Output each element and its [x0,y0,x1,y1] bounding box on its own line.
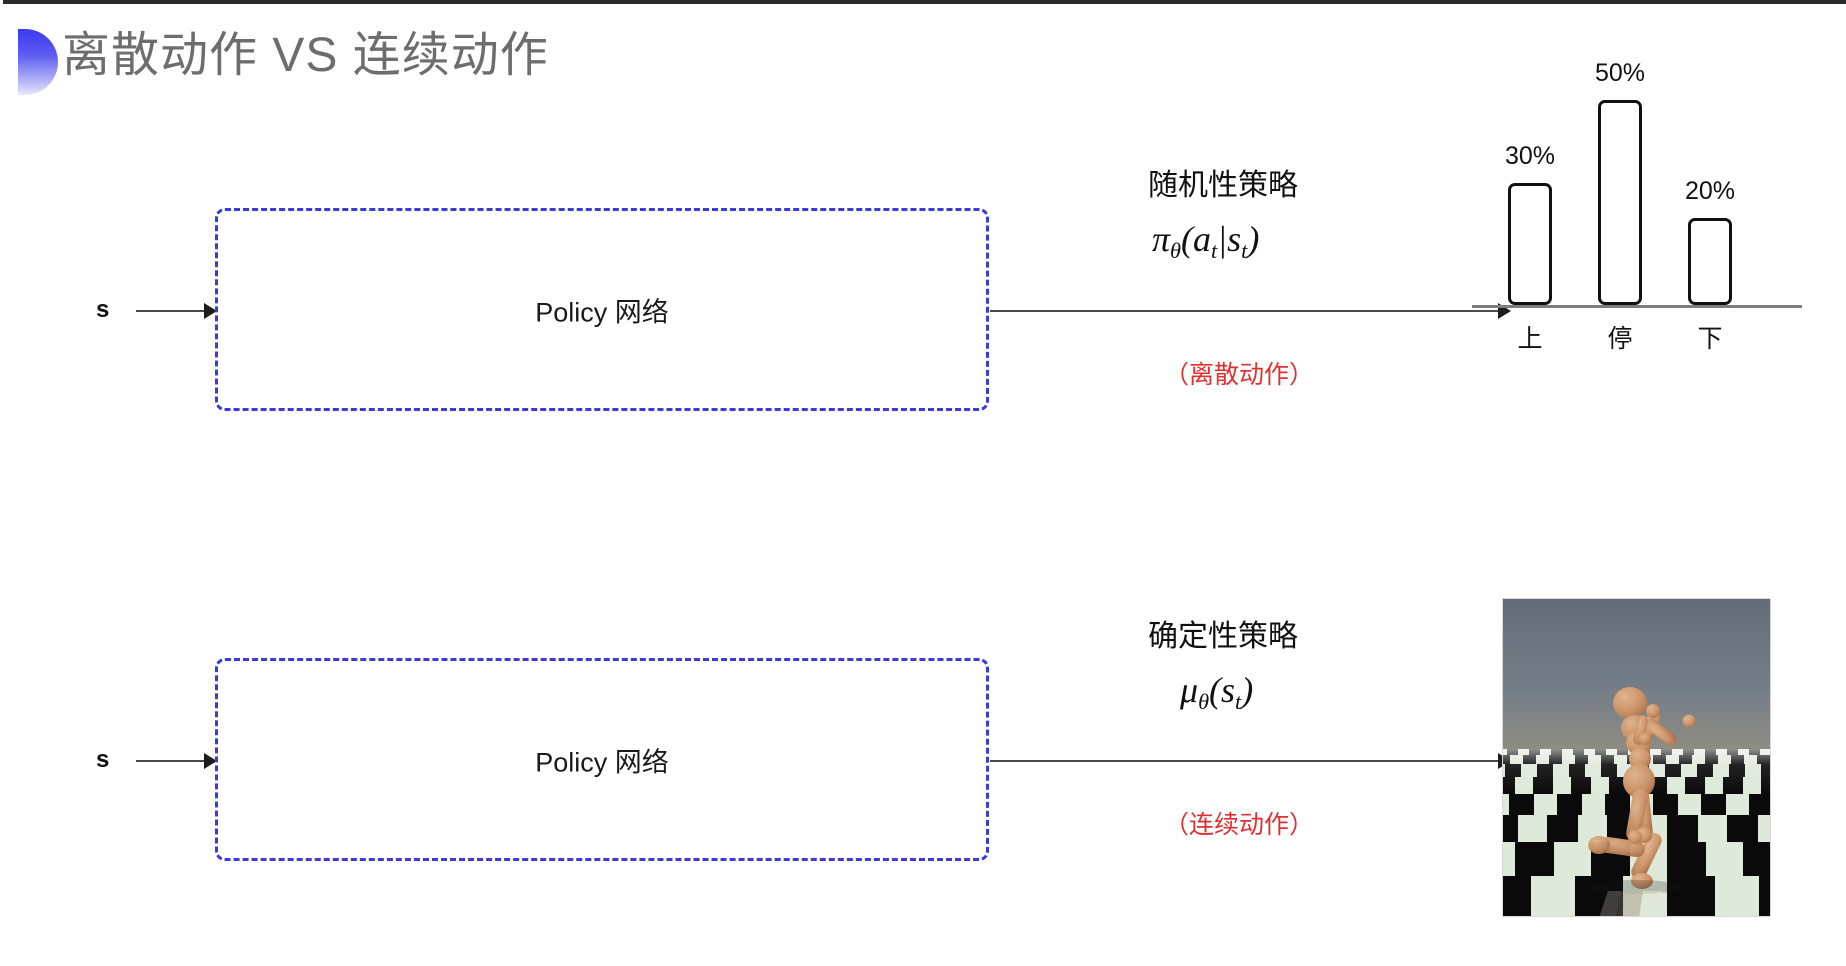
formula-open-action: (a [1181,219,1212,259]
humanoid-sim-svg [1503,599,1770,916]
action-type-note-continuous: （连续动作） [1164,811,1315,839]
policy-network-box-discrete[interactable]: Policy 网络 [215,208,989,411]
humanoid-simulation-image [1502,598,1771,917]
action-type-note-discrete: （离散动作） [1164,361,1315,389]
policy-formula-continuous: μθ(st) [1180,669,1254,714]
formula-theta-sub-2: θ [1198,688,1210,714]
bar-group-down: 20% 下 [1682,177,1738,353]
bar-group-up: 30% 上 [1502,142,1558,353]
formula-bar-state: |s [1217,219,1242,259]
formula-mu: μ [1180,670,1199,710]
formula-pi: π [1152,219,1171,259]
page-title: 离散动作 VS 连续动作 [62,29,549,82]
bar-value-stop: 50% [1594,59,1646,87]
formula-state-t-sub: t [1241,237,1248,263]
formula-state-t-sub-2: t [1235,688,1242,714]
bar-rect-down[interactable] [1688,218,1732,305]
bar-rect-stop[interactable] [1598,100,1642,305]
formula-close-paren: ) [1247,219,1260,259]
output-arrow-line-continuous [990,760,1504,762]
input-arrow-line-discrete [136,310,208,312]
policy-network-box-continuous[interactable]: Policy 网络 [215,658,989,861]
humanoid-figure [1588,687,1696,889]
bar-category-up: 上 [1517,325,1543,353]
input-arrow-head-continuous [204,753,217,769]
slide-left-edge [0,0,3,966]
slide-top-edge [0,0,1846,4]
bar-group-stop: 50% 停 [1592,59,1648,353]
policy-kind-label-discrete: 随机性策略 [1148,169,1298,202]
chart-x-axis [1472,305,1802,308]
bar-value-up: 30% [1504,142,1556,170]
state-input-label-continuous: s [96,746,110,773]
formula-action-t-sub: t [1211,237,1218,263]
bar-category-down: 下 [1697,325,1723,353]
bar-value-down: 20% [1684,177,1736,205]
policy-network-label-continuous: Policy 网络 [535,747,669,777]
formula-open-state: (s [1209,670,1236,710]
output-arrow-line-discrete [990,310,1504,312]
figure-reflection [1589,880,1681,916]
policy-formula-discrete: πθ(at|st) [1152,218,1260,263]
title-bullet-icon [18,29,58,95]
state-input-label-discrete: s [96,296,110,323]
bar-category-stop: 停 [1607,325,1633,353]
formula-close-paren-2: ) [1241,670,1254,710]
policy-kind-label-continuous: 确定性策略 [1148,620,1298,653]
policy-network-label-discrete: Policy 网络 [535,297,669,327]
formula-theta-sub: θ [1170,237,1182,263]
action-probability-bar-chart: 30% 上 50% 停 20% 下 [1472,59,1812,390]
input-arrow-head-discrete [204,303,217,319]
bar-rect-up[interactable] [1508,183,1552,305]
input-arrow-line-continuous [136,760,208,762]
